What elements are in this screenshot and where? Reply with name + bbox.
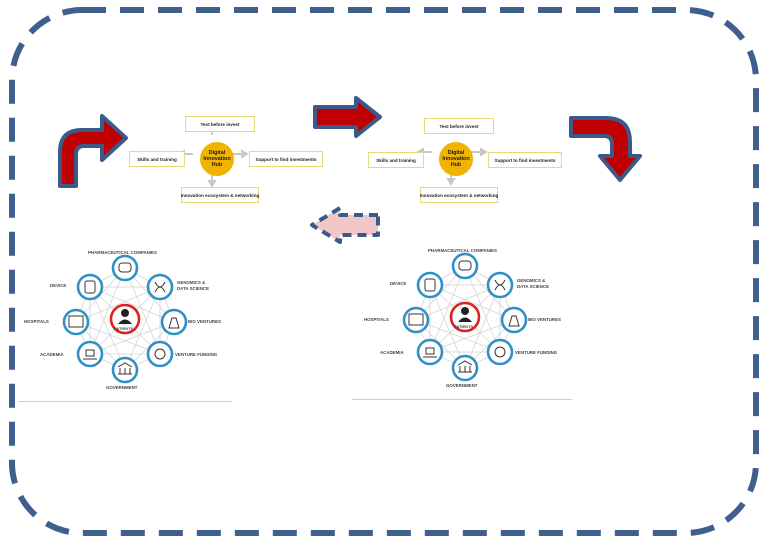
node-label-government: GOVERNMENT: [106, 385, 138, 390]
node-label-venture-funding: VENTURE FUNDING: [515, 350, 558, 355]
node-label-data-science: DATA SCIENCE: [177, 286, 210, 291]
left-arrow-faded-icon: [310, 206, 380, 244]
node-label-genomics: GENOMICS &: [517, 278, 546, 283]
venture-funding-node-icon: [486, 338, 514, 366]
node-label-pharma: PHARMACEUTICAL COMPANIES: [88, 250, 157, 255]
node-label-bio-ventures: BIO VENTURES: [188, 319, 221, 324]
hub-left-box: Skills and training: [129, 151, 185, 167]
device-node-icon: [76, 273, 104, 301]
hub-center-line: Digital: [208, 150, 226, 156]
hospitals-node-icon: [62, 308, 90, 336]
node-label-academia: ACADEMIA: [40, 352, 64, 357]
hub-bottom-box: Innovation ecosystem & networking: [420, 187, 498, 203]
hub-right-label: Support to find investments: [494, 157, 556, 163]
hub-center-line: Innovation: [442, 156, 470, 162]
hub-bottom-box: Innovation ecosystem & networking: [181, 187, 259, 203]
pharma-node-icon: [451, 252, 479, 280]
healthcare-ecosystem-diagram: PHARMACEUTICAL COMPANIES GENOMICS & DATA…: [20, 246, 250, 406]
digital-hub-diagram: Test before invest Skills and training S…: [121, 110, 361, 210]
hub-right-box: Support to find investments: [249, 151, 323, 167]
hub-right-box: Support to find investments: [488, 152, 562, 168]
center-label-patients: PATIENTS: [454, 324, 474, 329]
patients-node-icon: [449, 301, 481, 333]
hub-bottom-label: Innovation ecosystem & networking: [419, 192, 499, 198]
node-label-hospitals: HOSPITALS: [364, 317, 389, 322]
node-label-government: GOVERNMENT: [446, 383, 478, 388]
healthcare-ecosystem-diagram: PHARMACEUTICAL COMPANIES GENOMICS & DATA…: [360, 244, 590, 404]
hub-left-box: Skills and training: [368, 152, 424, 168]
academia-node-icon: [416, 338, 444, 366]
node-label-device: DEVICE: [390, 281, 407, 286]
hub-right-label: Support to find investments: [255, 156, 317, 162]
hub-top-label: Test before invest: [200, 121, 240, 127]
bio-ventures-node-icon: [160, 308, 188, 336]
node-label-venture-funding: VENTURE FUNDING: [175, 352, 218, 357]
hub-center-line: Hub: [450, 162, 462, 168]
pharma-node-icon: [111, 254, 139, 282]
hospitals-node-icon: [402, 306, 430, 334]
bio-ventures-node-icon: [500, 306, 528, 334]
hub-center-line: Hub: [211, 162, 223, 168]
node-label-data-science: DATA SCIENCE: [517, 284, 550, 289]
node-label-device: DEVICE: [50, 283, 67, 288]
divider-line: [18, 401, 232, 402]
node-label-pharma: PHARMACEUTICAL COMPANIES: [428, 248, 497, 253]
center-label-patients: PATIENTS: [114, 326, 134, 331]
curved-arrow-up-right-icon: [58, 114, 128, 188]
hub-center-line: Innovation: [203, 156, 231, 162]
hub-top-box: Test before invest: [424, 118, 494, 134]
right-arrow-icon: [313, 96, 382, 138]
node-label-hospitals: HOSPITALS: [24, 319, 49, 324]
ecosystem-network: [62, 254, 188, 384]
academia-node-icon: [76, 340, 104, 368]
patients-node-icon: [109, 303, 141, 335]
hub-top-label: Test before invest: [439, 123, 479, 129]
ecosystem-network: [402, 252, 528, 382]
curved-arrow-right-down-icon: [569, 116, 642, 182]
hub-bottom-label: Innovation ecosystem & networking: [180, 192, 260, 198]
hub-top-box: Test before invest: [185, 116, 255, 132]
node-label-academia: ACADEMIA: [380, 350, 404, 355]
hub-left-label: Skills and training: [376, 157, 416, 163]
node-label-bio-ventures: BIO VENTURES: [528, 317, 561, 322]
hub-left-label: Skills and training: [137, 156, 177, 162]
device-node-icon: [416, 271, 444, 299]
node-label-genomics: GENOMICS &: [177, 280, 206, 285]
venture-funding-node-icon: [146, 340, 174, 368]
hub-center-line: Digital: [447, 150, 465, 156]
digital-hub-diagram: Test before invest Skills and training S…: [360, 108, 600, 208]
divider-line: [352, 399, 572, 400]
